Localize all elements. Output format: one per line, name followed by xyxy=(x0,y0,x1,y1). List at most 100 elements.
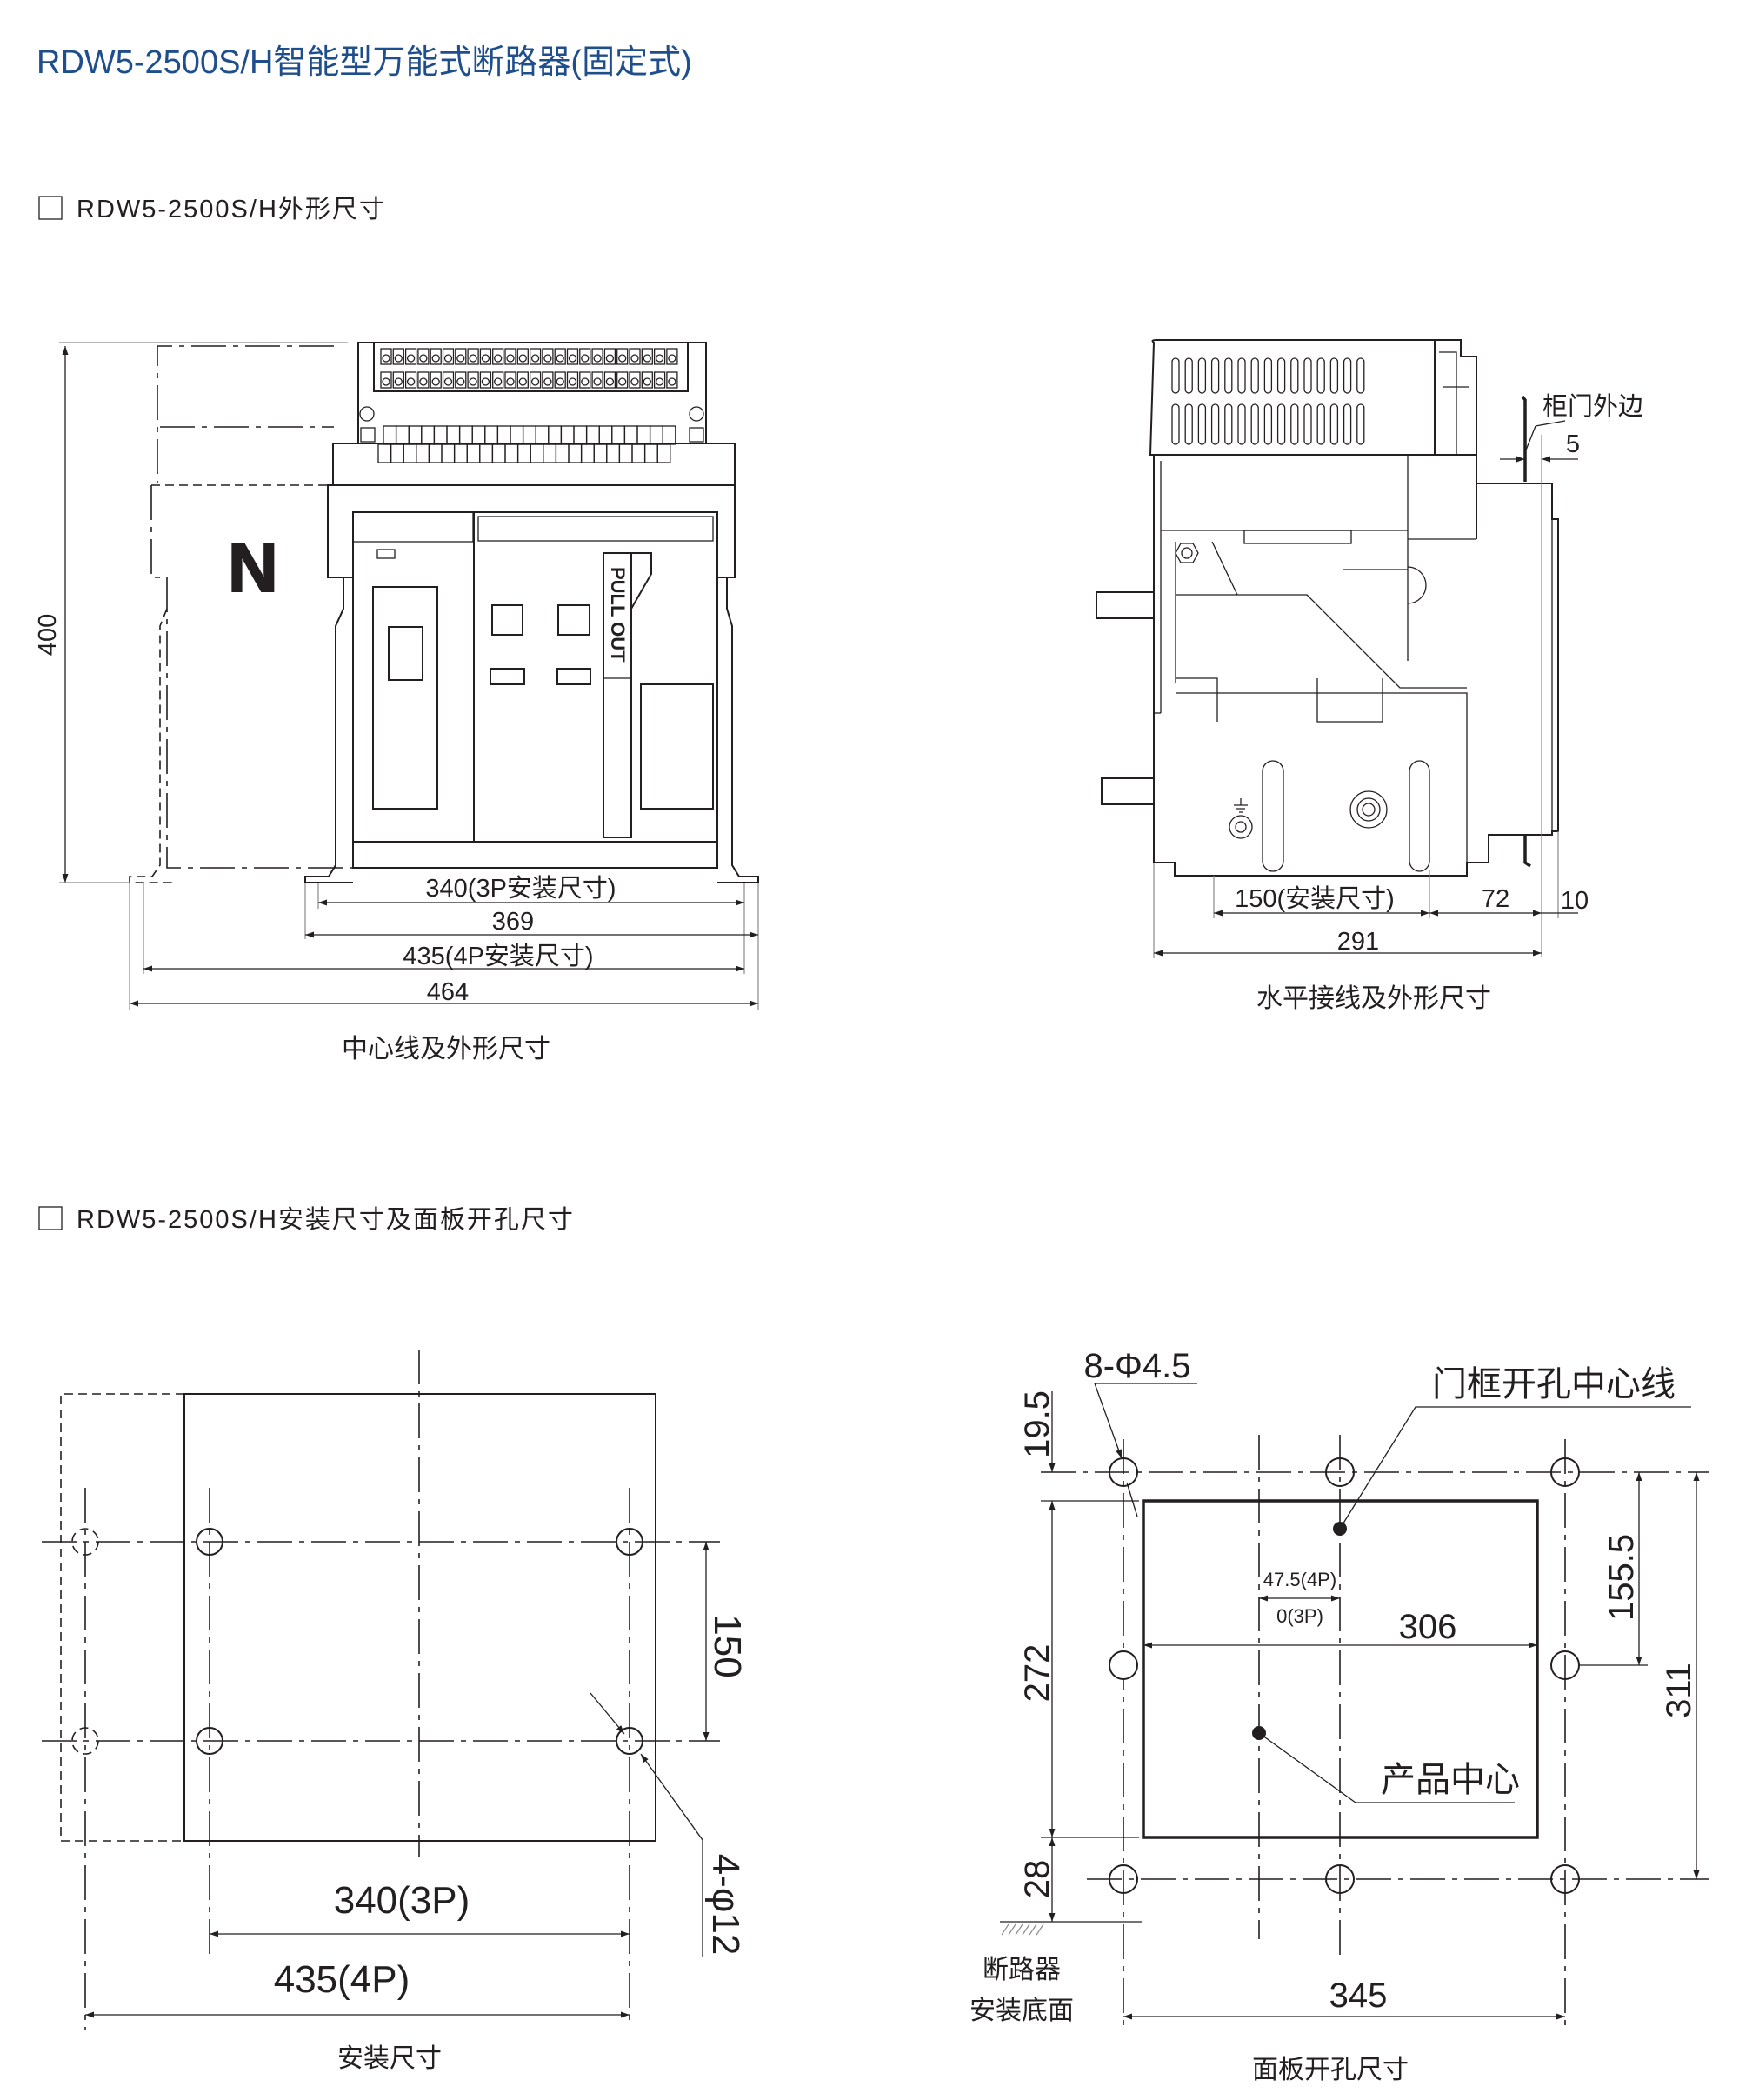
main-terminal-bolt-icon xyxy=(1349,790,1388,829)
dim-19-5: 19.5 xyxy=(1018,1390,1056,1458)
dim-369: 369 xyxy=(492,908,534,936)
terminal-screw xyxy=(629,348,641,365)
vent-slot xyxy=(1263,403,1273,445)
terminal-screw xyxy=(516,348,529,365)
controller-panel xyxy=(372,586,438,810)
terminal-screw-icon xyxy=(394,377,403,386)
terminal-screw-icon xyxy=(469,354,477,363)
terminal-screw-icon xyxy=(469,377,477,386)
terminal-strip xyxy=(380,348,678,389)
front-view-caption: 中心线及外形尺寸 xyxy=(342,1035,550,1063)
terminal-screw-icon xyxy=(593,377,602,386)
vent-slot xyxy=(1276,357,1286,394)
terminal-screw-icon xyxy=(643,354,651,363)
vent-slot xyxy=(1329,403,1339,445)
terminal-screw-icon xyxy=(506,377,515,386)
vent-slot xyxy=(1250,403,1259,445)
terminal-screw xyxy=(616,348,629,365)
terminal-screw-icon xyxy=(406,377,416,386)
terminal-screw-icon xyxy=(518,354,527,363)
terminal-screw-icon xyxy=(481,377,490,386)
dim-155-5: 155.5 xyxy=(1602,1534,1641,1621)
terminal-screw-icon xyxy=(456,354,465,363)
terminal-screw-icon xyxy=(530,377,540,386)
dim-10: 10 xyxy=(1561,887,1589,915)
side-view-drawing: 柜门外边 5 150(安装尺寸) 72 10 291 水平接线及外形尺寸 xyxy=(1096,339,1643,1013)
terminal-screw xyxy=(579,371,591,389)
vent-slot xyxy=(1237,403,1246,445)
terminal-screw xyxy=(542,371,554,389)
vent-slot xyxy=(1210,357,1220,394)
terminal-screw-icon xyxy=(443,377,453,386)
off-button xyxy=(557,604,590,636)
terminal-screw xyxy=(554,348,566,365)
terminal-screw-icon xyxy=(419,354,428,363)
terminal-screw-icon xyxy=(668,354,676,363)
terminal-screw-icon xyxy=(518,377,527,386)
terminal-screw-icon xyxy=(394,354,403,363)
hex-nut-icon xyxy=(1175,543,1199,563)
terminal-screw-icon xyxy=(543,354,552,363)
terminal-screw xyxy=(492,371,504,389)
terminal-screw-icon xyxy=(494,377,503,386)
section-heading-outline: RDW5-2500S/H外形尺寸 xyxy=(77,195,386,223)
terminal-screw xyxy=(666,348,678,365)
terminal-screw xyxy=(666,371,678,389)
terminal-screw xyxy=(417,348,430,365)
terminal-screw xyxy=(542,348,554,365)
product-center-label: 产品中心 xyxy=(1381,1761,1520,1799)
terminal-screw xyxy=(603,371,616,389)
indicator-led-icon xyxy=(376,549,396,559)
terminal-screw xyxy=(529,348,542,365)
terminal-screw-icon xyxy=(530,354,540,363)
mounting-base-label: 安装底面 xyxy=(969,1997,1074,2025)
vent-slot xyxy=(1290,403,1299,445)
terminal-screw xyxy=(516,371,529,389)
section-checkbox-icon xyxy=(38,196,63,220)
terminal-screw xyxy=(504,348,516,365)
terminal-screw xyxy=(380,348,392,365)
vent-slot xyxy=(1356,403,1365,445)
terminal-screw-icon xyxy=(556,377,564,386)
terminal-screw xyxy=(442,348,455,365)
terminal-screw-icon xyxy=(419,377,428,386)
terminal-screw xyxy=(653,348,666,365)
terminal-screw xyxy=(629,371,641,389)
terminal-screw xyxy=(554,371,566,389)
section-checkbox-icon xyxy=(38,1206,63,1230)
terminal-screw xyxy=(380,371,392,389)
panel-cutout-caption: 面板开孔尺寸 xyxy=(1252,2056,1409,2084)
dim-0-3p: 0(3P) xyxy=(1276,1605,1323,1627)
terminal-screw-icon xyxy=(431,377,440,386)
terminal-screw-icon xyxy=(443,354,453,363)
auxiliary-contact-row xyxy=(377,425,676,463)
vent-slot xyxy=(1263,357,1273,394)
dim-28: 28 xyxy=(1018,1860,1056,1899)
auxiliary-contact xyxy=(656,443,671,463)
status-window xyxy=(556,668,591,685)
terminal-screw xyxy=(566,348,579,365)
terminal-screw-icon xyxy=(543,377,552,386)
vent-slot xyxy=(1171,357,1180,394)
dim-72: 72 xyxy=(1482,885,1509,913)
terminal-screw xyxy=(430,371,442,389)
terminal-screw-icon xyxy=(581,377,590,386)
vent-slot xyxy=(1303,403,1312,445)
vent-slot xyxy=(1197,403,1207,445)
terminal-screw xyxy=(641,371,653,389)
vent-slot xyxy=(1210,403,1220,445)
terminal-screw-icon xyxy=(655,354,664,363)
terminal-screw-icon xyxy=(605,377,615,386)
terminal-screw-icon xyxy=(456,377,465,386)
on-button xyxy=(491,604,523,636)
terminal-screw-icon xyxy=(556,354,564,363)
ground-terminal-icon xyxy=(1229,798,1253,839)
mounting-dimensions-drawing: 150 4-φ12 340(3P) 435(4P) 安装尺寸 xyxy=(42,1350,749,2073)
vent-slot xyxy=(1197,357,1207,394)
vent-slot xyxy=(1343,357,1352,394)
terminal-screw xyxy=(591,371,603,389)
ventilation-slots xyxy=(1171,357,1365,445)
dim-height-400: 400 xyxy=(34,614,62,656)
dim-311: 311 xyxy=(1660,1663,1698,1718)
